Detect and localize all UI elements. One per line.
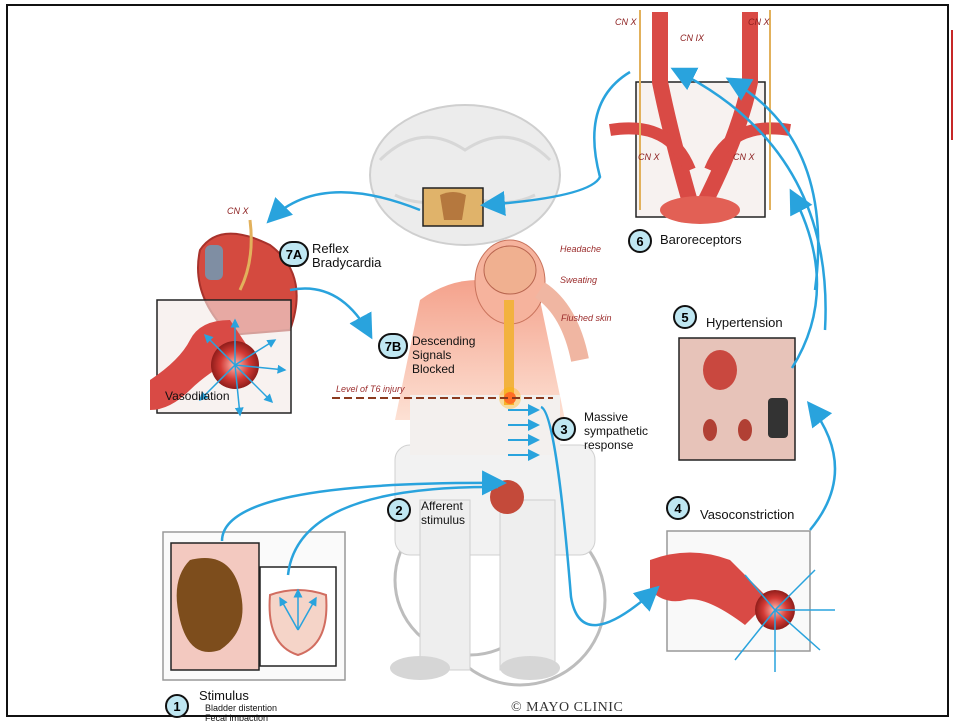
- cn-x-label: CN X: [615, 17, 637, 27]
- step-7a-badge: 7A: [279, 241, 309, 267]
- cn-x-label: CN X: [638, 152, 660, 162]
- brain-illustration: [370, 105, 560, 245]
- step-6-label: Baroreceptors: [660, 233, 742, 247]
- step-2-badge: 2: [387, 498, 411, 522]
- heart-illustration: [150, 220, 297, 415]
- step-1-badge: 1: [165, 694, 189, 718]
- cn-x-label: CN X: [733, 152, 755, 162]
- flushed-skin-label: Flushed skin: [561, 313, 612, 323]
- step-4-badge: 4: [666, 496, 690, 520]
- vasodilation-label: Vasodilation: [165, 389, 230, 403]
- step-5-badge: 5: [673, 305, 697, 329]
- hypertension-illustration: [679, 338, 795, 460]
- sweating-label: Sweating: [560, 275, 597, 285]
- step-5-label: Hypertension: [706, 316, 783, 330]
- vasoconstriction-illustration: [650, 531, 835, 672]
- cn-x-label: CN X: [748, 17, 770, 27]
- headache-label: Headache: [560, 244, 601, 254]
- step-7b-badge: 7B: [378, 333, 408, 359]
- t6-level-label: Level of T6 injury: [336, 384, 405, 394]
- step-1-label: Stimulus Bladder distention Fecal impact…: [199, 689, 277, 721]
- step-6-badge: 6: [628, 229, 652, 253]
- stimulus-illustration: [163, 532, 345, 680]
- cn-ix-label: CN IX: [680, 33, 704, 43]
- copyright-text: © MAYO CLINIC: [511, 700, 623, 716]
- step-3-badge: 3: [552, 417, 576, 441]
- patient-illustration: [390, 240, 605, 685]
- step-4-label: Vasoconstriction: [700, 508, 794, 522]
- cn-x-label: CN X: [227, 206, 249, 216]
